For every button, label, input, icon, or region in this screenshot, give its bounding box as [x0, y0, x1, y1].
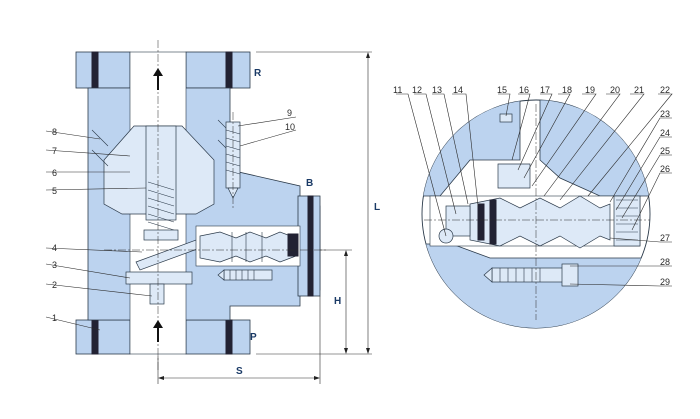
- part-13-label: 13: [432, 85, 442, 95]
- part-18-label: 18: [562, 85, 572, 95]
- part-19-label: 19: [585, 85, 595, 95]
- part-5-label: 5: [52, 186, 57, 196]
- thermostatic-element: [199, 231, 297, 263]
- top-flange-left: [75, 51, 131, 89]
- part-24-label: 24: [660, 128, 670, 138]
- detail-stem-top: [499, 113, 513, 123]
- detail-cap: [613, 195, 641, 247]
- seat-ring: [125, 271, 193, 285]
- arrow-up-icon: [153, 320, 163, 342]
- bottom-flange-left: [75, 319, 131, 355]
- part-16-label: 16: [519, 85, 529, 95]
- part-23-label: 23: [660, 109, 670, 119]
- left-leaders: [45, 116, 297, 331]
- valve-cross-section: [75, 40, 328, 372]
- part-2-label: 2: [52, 280, 57, 290]
- dim-l-label: L: [374, 202, 380, 213]
- part-25-label: 25: [660, 146, 670, 156]
- lower-stem: [149, 283, 165, 305]
- part-17-label: 17: [540, 85, 550, 95]
- dim-h-label: H: [334, 296, 341, 307]
- detail-bolt: [491, 267, 565, 283]
- part-20-label: 20: [610, 85, 620, 95]
- detail-bolt-head: [561, 263, 579, 287]
- part-22-label: 22: [660, 85, 670, 95]
- part-10-label: 10: [285, 122, 295, 132]
- part-12-label: 12: [412, 85, 422, 95]
- dimensions: [157, 51, 372, 384]
- detail-element: [469, 195, 611, 249]
- spring-seat: [143, 229, 179, 241]
- part-7-label: 7: [52, 146, 57, 156]
- part-9-label: 9: [287, 108, 292, 118]
- port-r-label: R: [254, 68, 262, 79]
- part-4-label: 4: [52, 243, 57, 253]
- dim-s-label: S: [236, 366, 243, 377]
- detail-leaders: [396, 93, 673, 287]
- part-29-label: 29: [660, 277, 670, 287]
- port-b-label: B: [306, 178, 313, 189]
- part-27-label: 27: [660, 233, 670, 243]
- spring: [147, 181, 175, 231]
- part-6-label: 6: [52, 168, 57, 178]
- port-p-label: P: [250, 332, 257, 343]
- part-28-label: 28: [660, 257, 670, 267]
- arrow-up-icon: [153, 68, 163, 90]
- part-8-label: 8: [52, 127, 57, 137]
- part-14-label: 14: [453, 85, 463, 95]
- part-1-label: 1: [52, 313, 57, 323]
- detail-view: [421, 99, 651, 329]
- part-3-label: 3: [52, 260, 57, 270]
- bottom-flange-right: [185, 319, 251, 355]
- top-flange-right: [185, 51, 251, 89]
- part-26-label: 26: [660, 164, 670, 174]
- part-21-label: 21: [634, 85, 644, 95]
- stem-housing: [145, 125, 177, 221]
- detail-bracket: [497, 163, 531, 189]
- part-15-label: 15: [497, 85, 507, 95]
- part-11-label: 11: [393, 85, 402, 95]
